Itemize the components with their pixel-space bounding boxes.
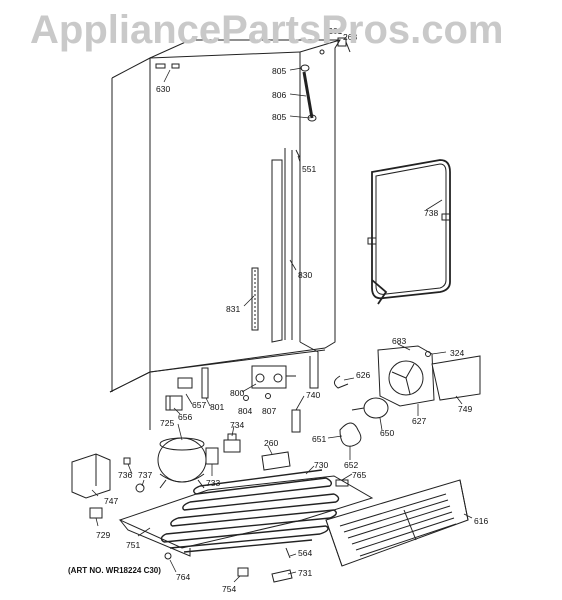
label-551[interactable]: 551	[302, 164, 316, 174]
label-764[interactable]: 764	[176, 572, 190, 582]
label-740[interactable]: 740	[306, 390, 320, 400]
label-626[interactable]: 626	[356, 370, 370, 380]
label-261[interactable]: 261	[328, 26, 342, 36]
part-657	[177, 377, 193, 389]
fan-blade-651	[339, 422, 362, 447]
label-683[interactable]: 683	[392, 336, 406, 346]
label-651[interactable]: 651	[312, 434, 326, 444]
part-754	[237, 567, 249, 577]
cabinet-outline	[109, 39, 341, 430]
fan-shroud-627	[377, 345, 435, 407]
label-324[interactable]: 324	[450, 348, 464, 358]
cover-747	[71, 453, 111, 499]
label-725[interactable]: 725	[160, 418, 174, 428]
part-804	[243, 395, 249, 401]
part-labels: 261 263 630 805 806 805 551 738 830 831 …	[96, 26, 488, 594]
fan-motor-650	[351, 397, 389, 419]
label-656[interactable]: 656	[178, 412, 192, 422]
label-652[interactable]: 652	[344, 460, 358, 470]
label-736[interactable]: 736	[118, 470, 132, 480]
label-830[interactable]: 830	[298, 270, 312, 280]
label-650[interactable]: 650	[380, 428, 394, 438]
watermark-logo: AppliancePartsPros.com	[30, 8, 504, 52]
part-764	[164, 552, 172, 560]
label-616[interactable]: 616	[474, 516, 488, 526]
label-738[interactable]: 738	[424, 208, 438, 218]
part-263	[337, 37, 351, 53]
label-263[interactable]: 263	[343, 32, 357, 42]
label-800[interactable]: 800	[230, 388, 244, 398]
label-564[interactable]: 564	[298, 548, 312, 558]
water-valve-800	[251, 365, 296, 389]
part-260	[261, 451, 291, 471]
label-747[interactable]: 747	[104, 496, 118, 506]
relay-733	[205, 447, 219, 465]
leader-lines	[91, 67, 473, 583]
part-564	[285, 547, 291, 559]
part-801	[201, 367, 209, 399]
screw-324	[425, 351, 431, 357]
condenser-coil-730	[160, 469, 340, 553]
part-740	[291, 409, 301, 433]
label-754[interactable]: 754	[222, 584, 236, 594]
panel-749	[431, 355, 481, 401]
label-734[interactable]: 734	[230, 420, 244, 430]
label-805-bottom[interactable]: 805	[272, 112, 286, 122]
part-626	[334, 375, 349, 389]
channel-strip-830	[271, 148, 293, 343]
label-627[interactable]: 627	[412, 416, 426, 426]
label-730[interactable]: 730	[314, 460, 328, 470]
label-765[interactable]: 765	[352, 470, 366, 480]
label-733[interactable]: 733	[206, 478, 220, 488]
label-801[interactable]: 801	[210, 402, 224, 412]
label-804[interactable]: 804	[238, 406, 252, 416]
condenser-loop-738	[367, 159, 451, 305]
label-751[interactable]: 751	[126, 540, 140, 550]
part-734	[223, 433, 241, 453]
part-731	[271, 569, 293, 583]
label-749[interactable]: 749	[458, 404, 472, 414]
label-630[interactable]: 630	[156, 84, 170, 94]
part-656	[165, 395, 183, 411]
label-657[interactable]: 657	[192, 400, 206, 410]
part-807	[265, 393, 271, 399]
part-729	[89, 507, 103, 519]
heater-strip-831	[251, 267, 259, 331]
label-831[interactable]: 831	[226, 304, 240, 314]
art-number-note: (ART NO. WR18224 C30)	[68, 566, 161, 575]
part-737	[135, 483, 145, 493]
part-736	[123, 457, 131, 465]
screw-551	[295, 149, 301, 159]
grille-616	[325, 479, 469, 567]
label-805-top[interactable]: 805	[272, 66, 286, 76]
label-737[interactable]: 737	[138, 470, 152, 480]
label-731[interactable]: 731	[298, 568, 312, 578]
label-806[interactable]: 806	[272, 90, 286, 100]
label-260[interactable]: 260	[264, 438, 278, 448]
label-729[interactable]: 729	[96, 530, 110, 540]
compressor-725	[157, 437, 207, 489]
label-807[interactable]: 807	[262, 406, 276, 416]
